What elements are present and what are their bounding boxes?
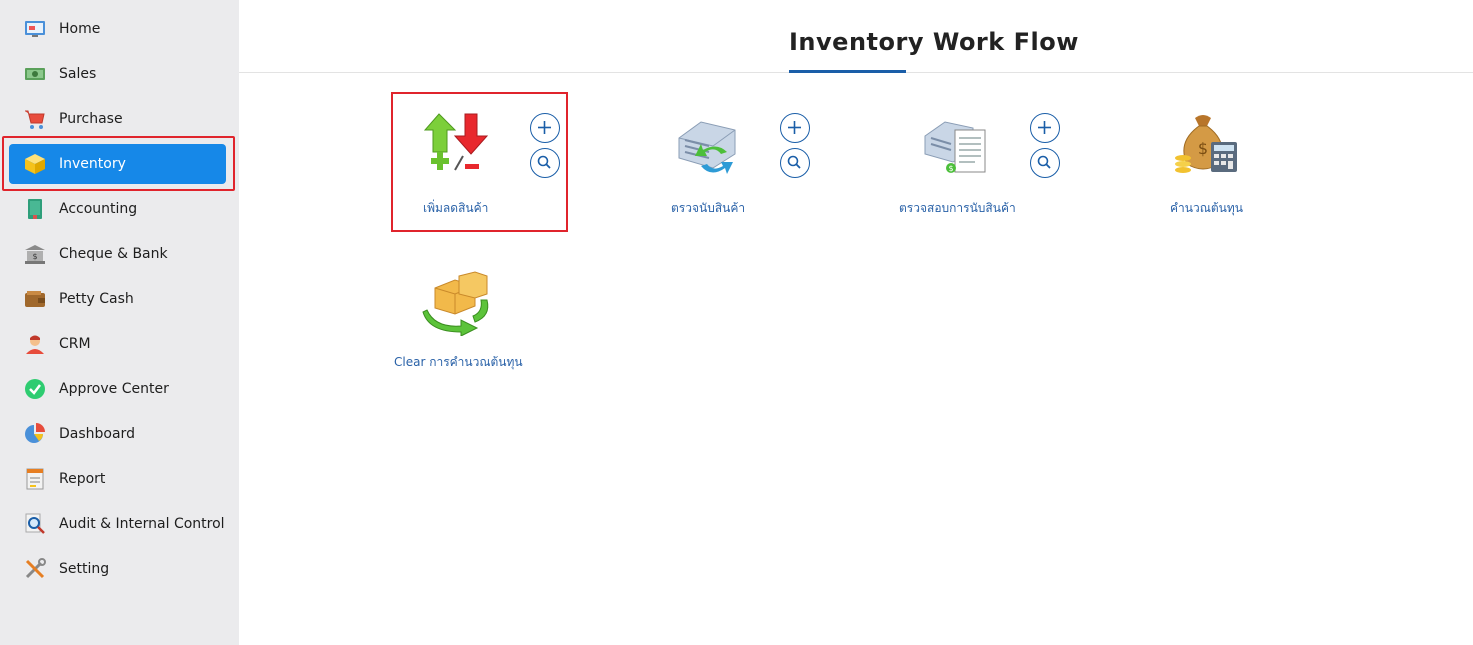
workflow-tile-count-verify: $ ตรวจสอบการนับสินค้า [891,92,1071,232]
stock-adjust-icon[interactable] [421,108,493,180]
bank-icon: $ [25,245,45,264]
search-icon [537,155,551,169]
cart-icon [25,110,45,129]
sidebar-item-label: Approve Center [59,381,169,397]
tile-label[interactable]: คำนวณต้นทุน [1170,201,1243,215]
sidebar-item-approve-center[interactable]: Approve Center [9,369,226,409]
svg-text:$: $ [948,164,953,173]
sidebar-item-label: Setting [59,561,110,577]
sidebar-item-label: Petty Cash [59,291,134,307]
svg-text:$: $ [1198,139,1208,158]
sidebar-item-dashboard[interactable]: Dashboard [9,414,226,454]
page-header: Inventory Work Flow [239,0,1473,73]
sidebar-item-label: Dashboard [59,426,135,442]
sidebar-item-petty-cash[interactable]: Petty Cash [9,279,226,319]
workflow-tile-clear-cost: Clear การคำนวณต้นทุน [391,248,571,388]
sidebar-item-cheque-bank[interactable]: $ Cheque & Bank [9,234,226,274]
clear-cost-icon[interactable] [421,264,493,336]
wallet-icon [25,291,45,307]
sidebar-item-label: Report [59,471,106,487]
sidebar: Home Sales Purchase Invent [0,0,239,645]
sidebar-item-purchase[interactable]: Purchase [9,99,226,139]
ledger-icon [28,199,42,219]
add-button[interactable] [530,113,560,143]
tile-label[interactable]: ตรวจนับสินค้า [671,201,746,215]
sidebar-item-report[interactable]: Report [9,459,226,499]
plus-icon [788,121,801,134]
add-button[interactable] [1030,113,1060,143]
report-icon [26,468,44,490]
sidebar-item-label: Home [59,21,101,37]
sidebar-item-label: Sales [59,66,97,82]
stock-count-icon[interactable] [671,108,743,180]
sidebar-item-setting[interactable]: Setting [9,549,226,589]
box-icon [25,154,45,174]
sidebar-item-audit[interactable]: Audit & Internal Control [9,504,226,544]
plus-icon [538,121,551,134]
search-icon [787,155,801,169]
tile-label[interactable]: Clear การคำนวณต้นทุน [394,355,523,369]
add-button[interactable] [780,113,810,143]
sidebar-item-crm[interactable]: CRM [9,324,226,364]
pie-chart-icon [25,423,45,443]
money-icon [25,68,45,80]
check-icon [25,379,45,399]
monitor-icon [25,21,45,37]
svg-text:$: $ [32,252,37,261]
sidebar-item-label: Cheque & Bank [59,246,168,262]
search-button[interactable] [1030,148,1060,178]
search-button[interactable] [530,148,560,178]
workflow-tile-cost-calc: $ คำนวณต้นทุน [1141,92,1321,232]
search-icon [1037,155,1051,169]
magnifier-doc-icon [25,513,45,534]
search-button[interactable] [780,148,810,178]
sidebar-item-label: Inventory [59,156,126,172]
tile-label[interactable]: เพิ่มลดสินค้า [423,201,489,215]
sidebar-item-accounting[interactable]: Accounting [9,189,226,229]
tile-label[interactable]: ตรวจสอบการนับสินค้า [899,201,1016,215]
cost-calc-icon[interactable]: $ [1171,108,1243,180]
workflow-tile-stock-count: ตรวจนับสินค้า [641,92,821,232]
tools-icon [25,558,46,579]
person-icon [26,335,44,354]
sidebar-item-label: Accounting [59,201,138,217]
sidebar-item-home[interactable]: Home [9,9,226,49]
workflow-tile-stock-adjust: เพิ่มลดสินค้า [391,92,571,232]
sidebar-item-inventory[interactable]: Inventory [9,144,226,184]
sidebar-item-label: Audit & Internal Control [59,516,225,532]
title-underline [789,70,906,73]
page-title: Inventory Work Flow [789,28,1079,56]
sidebar-item-label: CRM [59,336,91,352]
sidebar-item-sales[interactable]: Sales [9,54,226,94]
count-verify-icon[interactable]: $ [921,108,993,180]
sidebar-item-label: Purchase [59,111,123,127]
plus-icon [1038,121,1051,134]
